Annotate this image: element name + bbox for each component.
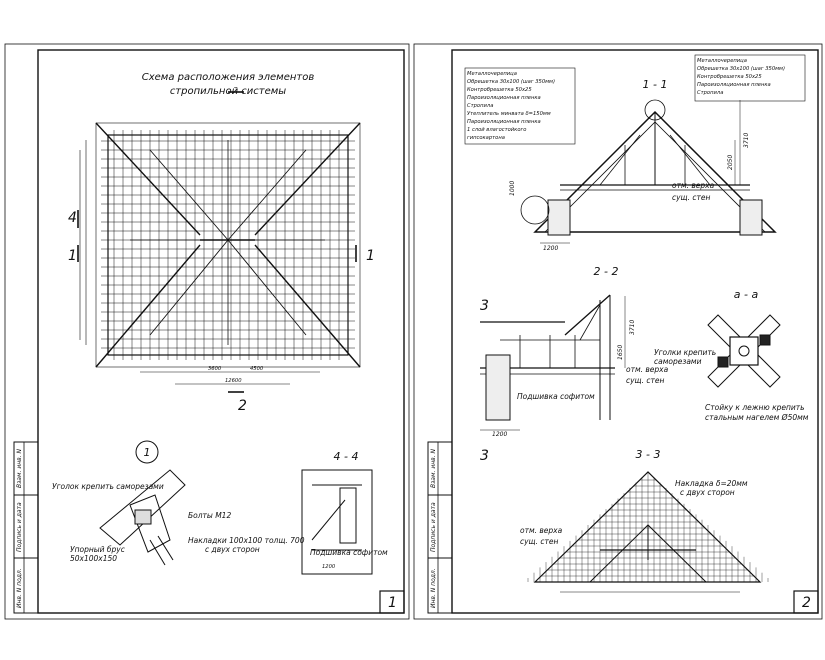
svg-text:Пароизоляционная пленка: Пароизоляционная пленка bbox=[697, 82, 771, 88]
svg-text:Обрешетка 30x100 (шаг 350мм): Обрешетка 30x100 (шаг 350мм) bbox=[467, 79, 555, 85]
cut-label-2-bottom: 2 bbox=[238, 398, 247, 414]
sheet-1-number: 1 bbox=[388, 595, 397, 611]
svg-text:1000: 1000 bbox=[509, 181, 516, 196]
svg-text:Стропила: Стропила bbox=[697, 90, 723, 96]
stamp1-inv-replace: Взам. инв. N bbox=[16, 449, 23, 488]
cut-label-1-left: 1 bbox=[68, 248, 77, 264]
svg-text:Металлочерепица: Металлочерепица bbox=[467, 71, 517, 77]
section-1-1 bbox=[520, 99, 777, 244]
node1-plates-label2: с двух сторон bbox=[205, 545, 260, 554]
svg-text:Пароизоляционная пленка: Пароизоляционная пленка bbox=[467, 119, 541, 125]
section-3-3-mark-top: отм. верха bbox=[520, 526, 563, 535]
section-2-2-cut-top: 3 bbox=[480, 298, 489, 314]
section-1-1-mark-top: отм. верха bbox=[672, 181, 715, 190]
sheet-2-number: 2 bbox=[802, 595, 811, 611]
node1-bolts-label: Болты М12 bbox=[188, 511, 231, 520]
section-2-2-mark-top: отм. верха bbox=[626, 365, 669, 374]
svg-text:Контробрешетка 50x25: Контробрешетка 50x25 bbox=[697, 74, 762, 80]
section-2-2 bbox=[480, 294, 626, 431]
section-1-1-mark-walls: сущ. стен bbox=[672, 193, 711, 202]
cut-label-4: 4 bbox=[68, 210, 77, 226]
svg-text:1 слой влагостойкого: 1 слой влагостойкого bbox=[467, 127, 526, 133]
node1-corner-label: Уголок крепить саморезами bbox=[52, 482, 164, 491]
stamp2-sign-date: Подпись и дата bbox=[430, 502, 437, 552]
svg-text:гипсокартона: гипсокартона bbox=[467, 135, 505, 141]
section-1-1-title: 1 - 1 bbox=[643, 78, 668, 91]
section-a-a-post-label2: стальным нагелем Ø50мм bbox=[705, 413, 809, 422]
node-1-detail bbox=[99, 440, 186, 566]
plan-title-line2: стропильной системы bbox=[170, 86, 286, 97]
section-2-2-cut-bottom: 3 bbox=[480, 448, 489, 464]
plan-title-line1: Схема расположения элементов bbox=[142, 72, 315, 83]
node1-brace-size: 50x100x150 bbox=[70, 554, 117, 563]
svg-text:Металлочерепица: Металлочерепица bbox=[697, 58, 747, 64]
sheet-2 bbox=[413, 43, 823, 620]
dim-2: 4500 bbox=[250, 366, 264, 372]
section-2-2-corners2: саморезами bbox=[654, 357, 702, 366]
section-a-a-post-label: Стойку к лежню крепить bbox=[705, 403, 805, 412]
section-a-a bbox=[707, 314, 781, 388]
node1-plates-label: Накладки 100x100 толщ. 700 bbox=[188, 536, 305, 545]
svg-text:1200: 1200 bbox=[492, 431, 507, 438]
legend-left-1-1: Металлочерепица Обрешетка 30x100 (шаг 35… bbox=[464, 67, 576, 145]
svg-text:Стропила: Стропила bbox=[467, 103, 493, 109]
node1-brace-label: Упорный брус bbox=[70, 545, 126, 554]
section-3-3-title: 3 - 3 bbox=[636, 448, 661, 461]
svg-text:1650: 1650 bbox=[617, 345, 624, 360]
legend-right-1-1: Металлочерепица Обрешетка 30x100 (шаг 35… bbox=[694, 54, 806, 102]
stamp1-sign-date: Подпись и дата bbox=[16, 502, 23, 552]
svg-text:1200: 1200 bbox=[543, 245, 558, 252]
section-2-2-mark-walls: сущ. стен bbox=[626, 376, 665, 385]
section-3-3-plate: Накладка δ=20мм bbox=[675, 479, 748, 488]
svg-text:3710: 3710 bbox=[629, 320, 636, 335]
dim-1: 3600 bbox=[208, 366, 222, 372]
svg-text:Утеплитель минвата δ=150мм: Утеплитель минвата δ=150мм bbox=[467, 111, 551, 117]
section-3-3-mark-walls: сущ. стен bbox=[520, 537, 559, 546]
sheet-1 bbox=[4, 43, 410, 620]
node-1-marker: 1 bbox=[144, 446, 151, 459]
svg-text:Контробрешетка 50x25: Контробрешетка 50x25 bbox=[467, 87, 532, 93]
section-4-4-title: 4 - 4 bbox=[334, 450, 359, 463]
section-4-4-label: Подшивка софитом bbox=[310, 548, 388, 557]
section-3-3 bbox=[527, 471, 769, 593]
svg-text:Обрешетка 30x100 (шаг 350мм): Обрешетка 30x100 (шаг 350мм) bbox=[697, 66, 785, 72]
section-a-a-title: а - а bbox=[734, 288, 759, 301]
stamp2-inv-orig: Инв. N подл. bbox=[430, 568, 437, 608]
section-2-2-title: 2 - 2 bbox=[594, 265, 619, 278]
section-2-2-soffit: Подшивка софитом bbox=[517, 392, 595, 401]
roof-framing-plan bbox=[79, 122, 361, 385]
cut-markers-sheet1 bbox=[77, 91, 357, 393]
svg-text:Пароизоляционная пленка: Пароизоляционная пленка bbox=[467, 95, 541, 101]
section-4-4-dim: 1200 bbox=[322, 564, 336, 570]
section-4-4 bbox=[301, 469, 373, 575]
svg-text:3710: 3710 bbox=[743, 133, 750, 148]
svg-text:2050: 2050 bbox=[727, 155, 734, 170]
section-3-3-plate2: с двух сторон bbox=[680, 488, 735, 497]
section-2-2-corners: Уголки крепить bbox=[654, 348, 716, 357]
cut-label-1-right: 1 bbox=[366, 248, 375, 264]
dim-3: 12600 bbox=[225, 378, 242, 384]
stamp1-inv-orig: Инв. N подл. bbox=[16, 568, 23, 608]
stamp2-inv-replace: Взам. инв. N bbox=[430, 449, 437, 488]
